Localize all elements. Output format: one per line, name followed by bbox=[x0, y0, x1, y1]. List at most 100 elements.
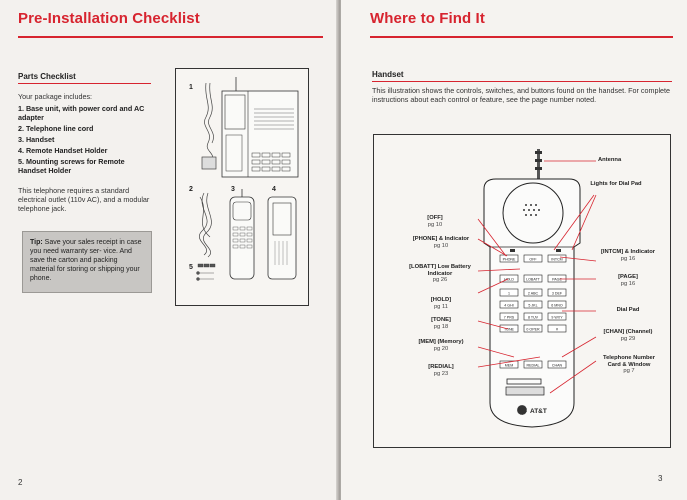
callout-off: [OFF]pg 10 bbox=[427, 215, 443, 228]
left-page: Pre-Installation Checklist Parts Checkli… bbox=[0, 0, 339, 500]
parts-list: 1. Base unit, with power cord and AC ada… bbox=[18, 104, 153, 177]
handset-key-label: OFF bbox=[529, 257, 537, 261]
handset-key-label: 3 DEF bbox=[552, 291, 563, 295]
handset-key-label: 0 OPER bbox=[526, 327, 540, 331]
handset-key-label: 6 MNO bbox=[551, 303, 563, 307]
handset-key bbox=[499, 312, 519, 321]
att-logo-icon bbox=[516, 404, 528, 416]
figure-number: 1 bbox=[189, 84, 193, 91]
book-spine bbox=[336, 0, 345, 500]
handset-key bbox=[499, 360, 519, 369]
handset-drawing: PHONE OFF INTCM HOLD LOBATT PAGE 1 2 ABC 3 DEF 4 … bbox=[477, 149, 597, 428]
parts-illustration: 1 bbox=[175, 68, 309, 306]
handset-key bbox=[523, 360, 543, 369]
figure-number: 4 bbox=[272, 186, 276, 193]
figure-number: 5 bbox=[189, 264, 193, 271]
title-rule bbox=[370, 36, 673, 38]
handset-key-label: 9 WXY bbox=[551, 315, 563, 319]
figure-number: 3 bbox=[231, 186, 235, 193]
handset-key-label: 4 GHI bbox=[504, 303, 513, 307]
list-item: 4. Remote Handset Holder bbox=[18, 146, 108, 155]
line-cord-icon bbox=[199, 192, 212, 258]
description-text: This illustration shows the controls, sw… bbox=[372, 86, 671, 104]
list-item: 2. Telephone line cord bbox=[18, 124, 94, 133]
handset-key-label: PAGE bbox=[552, 277, 562, 281]
screws-icon bbox=[196, 263, 216, 281]
handset-key-label: # bbox=[556, 327, 558, 331]
handset-key bbox=[547, 312, 567, 321]
handset-key-label: 1 bbox=[508, 291, 510, 295]
handset-key-label: 5 JKL bbox=[528, 303, 537, 307]
page-number: 2 bbox=[18, 478, 23, 487]
indicator-light bbox=[556, 249, 561, 252]
callout-hold: [HOLD]pg 11 bbox=[430, 297, 452, 310]
handset-key-label: 8 TUV bbox=[528, 315, 539, 319]
page-title: Where to Find It bbox=[370, 10, 485, 27]
handset-key bbox=[523, 312, 543, 321]
callout-page: [PAGE]pg 16 bbox=[618, 274, 638, 287]
key-grid: PHONE OFF INTCM HOLD LOBATT PAGE 1 2 ABC 3 DEF 4 … bbox=[499, 249, 567, 369]
callout-tone: [TONE]pg 18 bbox=[431, 317, 451, 330]
handset-key-label: INTCM bbox=[551, 257, 562, 261]
handset-key-label: PHONE bbox=[503, 257, 516, 261]
base-unit-icon bbox=[221, 77, 299, 178]
handset-key bbox=[547, 288, 567, 297]
tip-label: Tip: bbox=[30, 239, 43, 246]
callout-redial: [REDIAL]pg 23 bbox=[428, 364, 454, 377]
callout-mem: [MEM] (Memory)pg 20 bbox=[418, 339, 464, 352]
figure-number: 2 bbox=[189, 186, 193, 193]
handset-key bbox=[547, 324, 567, 333]
title-rule bbox=[18, 36, 323, 38]
handset-key bbox=[523, 300, 543, 309]
page-number: 3 bbox=[658, 474, 663, 483]
tip-text: Save your sales receipt in case you need… bbox=[30, 239, 142, 282]
handset-key-label: CHAN bbox=[552, 363, 563, 367]
handset-holder-icon bbox=[267, 196, 297, 280]
handset-icon bbox=[229, 189, 255, 280]
section-rule bbox=[18, 83, 151, 84]
handset-key bbox=[499, 254, 519, 263]
handset-key bbox=[499, 324, 519, 333]
tip-box: Tip: Save your sales receipt in case you… bbox=[22, 231, 152, 293]
handset-key bbox=[499, 300, 519, 309]
callout-lines bbox=[477, 160, 597, 394]
section-heading: Parts Checklist bbox=[18, 72, 76, 81]
callout-lights: Lights for Dial Pad bbox=[590, 181, 642, 187]
page-title: Pre-Installation Checklist bbox=[18, 10, 200, 27]
brand-label: AT&T bbox=[530, 408, 547, 415]
handset-key bbox=[499, 288, 519, 297]
handset-key-label: REDIAL bbox=[527, 363, 540, 367]
list-item: 5. Mounting screws for Remote Handset Ho… bbox=[18, 157, 125, 175]
handset-key-label: TONE bbox=[504, 327, 515, 331]
handset-key bbox=[547, 254, 567, 263]
handset-key bbox=[547, 300, 567, 309]
handset-key-label: 2 ABC bbox=[528, 291, 539, 295]
section-heading: Handset bbox=[372, 70, 404, 79]
antenna-icon bbox=[535, 149, 542, 183]
callout-antenna: Antenna bbox=[598, 157, 622, 163]
handset-key bbox=[523, 324, 543, 333]
handset-key bbox=[547, 274, 567, 283]
callout-dialpad: Dial Pad bbox=[616, 307, 640, 313]
intro-text: Your package includes: bbox=[18, 92, 93, 101]
indicator-light bbox=[510, 249, 515, 252]
list-item: 1. Base unit, with power cord and AC ada… bbox=[18, 104, 145, 122]
handset-key-label: MEM bbox=[505, 363, 513, 367]
handset-key-label: LOBATT bbox=[526, 277, 541, 281]
handset-key-label: 7 PRS bbox=[504, 315, 515, 319]
list-item: 3. Handset bbox=[18, 135, 55, 144]
handset-key bbox=[499, 274, 519, 283]
section-rule bbox=[372, 81, 672, 82]
right-page: Where to Find It Handset This illustrati… bbox=[341, 0, 687, 500]
power-cord-icon bbox=[201, 82, 217, 170]
handset-key bbox=[523, 288, 543, 297]
callout-chan: [CHAN] (Channel)pg 29 bbox=[603, 329, 653, 342]
handset-key-label: HOLD bbox=[504, 277, 514, 281]
handset-diagram: PHONE OFF INTCM HOLD LOBATT PAGE 1 2 ABC 3 DEF 4 … bbox=[373, 134, 671, 448]
handset-key bbox=[523, 254, 543, 263]
requirement-text: This telephone requires a standard elect… bbox=[18, 186, 150, 213]
